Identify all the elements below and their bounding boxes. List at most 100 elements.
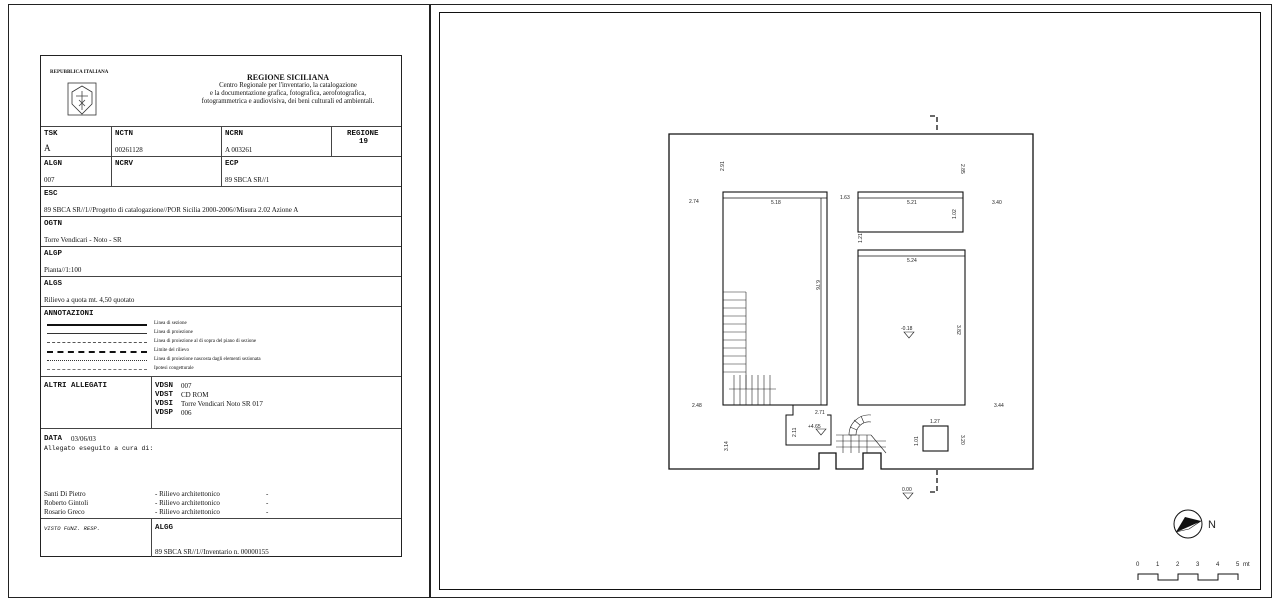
annotazioni-label: ANNOTAZIONI [44,310,94,318]
regione-value: 19 [359,138,369,146]
scale-tick-1: 1 [1156,562,1160,568]
dim-248: 2.48 [692,403,702,409]
outer-wall [668,133,1034,470]
stairs-left [723,291,776,405]
scale-bar [1137,573,1239,581]
right-room [857,249,966,406]
small-square [922,425,949,452]
dim-521: 5.21 [907,200,917,206]
row-algs: ALGS Rilievo a quota mt. 4,50 quotato [41,276,401,307]
algn-label: ALGN [44,160,63,168]
passage [785,405,832,446]
row-ogtn: OGTN Torre Vendicari - Noto - SR [41,216,401,247]
spiral-stair [836,414,887,454]
vdsi-label: VDSI [155,400,174,408]
catalogue-sheet: REPUBBLICA ITALIANA REGIONE SICILIANA Ce… [8,4,430,598]
row-algp: ALGP Pianta//1:100 [41,246,401,277]
dim-000: 0.00 [902,487,912,493]
dim-320: 3.20 [959,435,965,445]
region-emblem-icon [67,82,97,116]
person-dash-1: - [266,490,269,498]
ncrv-label: NCRV [115,160,134,168]
data-label: DATA [44,435,63,443]
row-tsk: TSK A NCTN 00261128 NCRN A 003261 REGION… [41,126,401,157]
person-dash-2: - [266,499,269,507]
center-line-3: fotogrammetrica e audiovisiva, dei beni … [201,98,375,105]
legend-line-limit [47,351,147,353]
level-marker-icon [903,331,915,339]
dim-271: 2.71 [815,410,825,416]
dim-524: 5.24 [907,258,917,264]
legend-line-hidden [47,360,147,361]
center-line-1: Centro Regionale per l'inventario, la ca… [219,82,357,89]
vdsp-value: 006 [181,409,192,417]
ogtn-label: OGTN [44,220,63,228]
dim-291: 2.91 [720,161,726,171]
legend-line-section [47,324,147,326]
center-line-2: e la documentazione grafica, fotografica… [209,90,367,97]
person-role-3: - Rilievo architettonico [155,508,220,516]
nctn-value: 00261128 [115,146,143,154]
republic-label: REPUBBLICA ITALIANA [50,70,109,75]
visto-label: VISTO FUNZ. RESP. [44,525,101,532]
legend-text-6: Ipotesi congetturale [154,366,194,371]
legend-text-1: Linea di sezione [154,321,187,326]
top-right-room [857,191,964,233]
vdsn-value: 007 [181,382,192,390]
regione-label: REGIONE [347,130,379,138]
dim-274: 2.74 [689,199,699,205]
dim-285: 2.85 [959,164,965,174]
level-marker-icon [902,492,914,500]
level-marker-icon [815,428,827,436]
north-label: N [1208,519,1216,531]
dim-344: 3.44 [994,403,1004,409]
algp-value: Pianta//1:100 [44,266,82,274]
dim-102: 1.02 [952,209,958,219]
legend-line-hypothesis [47,369,147,370]
esc-value: 89 SBCA SR//1//Progetto di catalogazione… [44,206,299,214]
person-name-1: Santi Di Pietro [44,490,86,498]
dim-465: +4.65 [808,424,821,430]
drawing-frame [439,12,1261,590]
person-role-1: - Rilievo architettonico [155,490,220,498]
algs-label: ALGS [44,280,63,288]
ncrn-label: NCRN [225,130,244,138]
region-header: REGIONE SICILIANA Centro Regionale per l… [181,74,395,106]
nctn-label: NCTN [115,130,134,138]
scale-unit: mt [1243,562,1250,568]
dim-314: 3.14 [724,441,730,451]
tsk-label: TSK [44,130,58,138]
allegato-text: Allegato eseguito a cura di: [44,445,154,452]
dim-163: 1.63 [840,195,850,201]
scale-tick-0: 0 [1136,562,1140,568]
altri-allegati-label: ALTRI ALLEGATI [44,382,108,390]
dim-518: 5.18 [771,200,781,206]
row-esc: ESC 89 SBCA SR//1//Progetto di catalogaz… [41,186,401,217]
ogtn-value: Torre Vendicari - Noto - SR [44,236,122,244]
catalogue-card: REPUBBLICA ITALIANA REGIONE SICILIANA Ce… [40,55,402,557]
legend-line-projection-above [47,342,147,343]
esc-label: ESC [44,190,58,198]
dim-340: 3.40 [992,200,1002,206]
person-role-2: - Rilievo architettonico [155,499,220,507]
dim-018: -0.18 [901,326,913,332]
dim-211: 2.11 [792,427,798,437]
legend-text-4: Limite del rilievo [154,348,189,353]
vdst-label: VDST [155,391,174,399]
row-algg: VISTO FUNZ. RESP. ALGG 89 SBCA SR//1//In… [41,518,401,557]
row-annotazioni: ANNOTAZIONI Linea di sezione Linea di pr… [41,306,401,377]
row-data: DATA 03/06/03 Allegato eseguito a cura d… [41,428,401,519]
legend-text-2: Linea di proiezione [154,330,193,335]
dim-101: 1.01 [914,436,920,446]
algg-label: ALGG [155,524,174,532]
person-name-3: Rosario Greco [44,508,85,516]
row-algn: ALGN 007 NCRV ECP 89 SBCA SR//1 [41,156,401,187]
tsk-value: A [44,143,51,153]
algs-value: Rilievo a quota mt. 4,50 quotato [44,296,135,304]
dim-121: 1.21 [858,233,864,243]
ecp-label: ECP [225,160,239,168]
region-title: REGIONE SICILIANA [246,73,330,82]
ecp-value: 89 SBCA SR//1 [225,176,270,184]
ncrn-value: A 003261 [225,146,253,154]
dim-382: 3.82 [955,325,961,335]
